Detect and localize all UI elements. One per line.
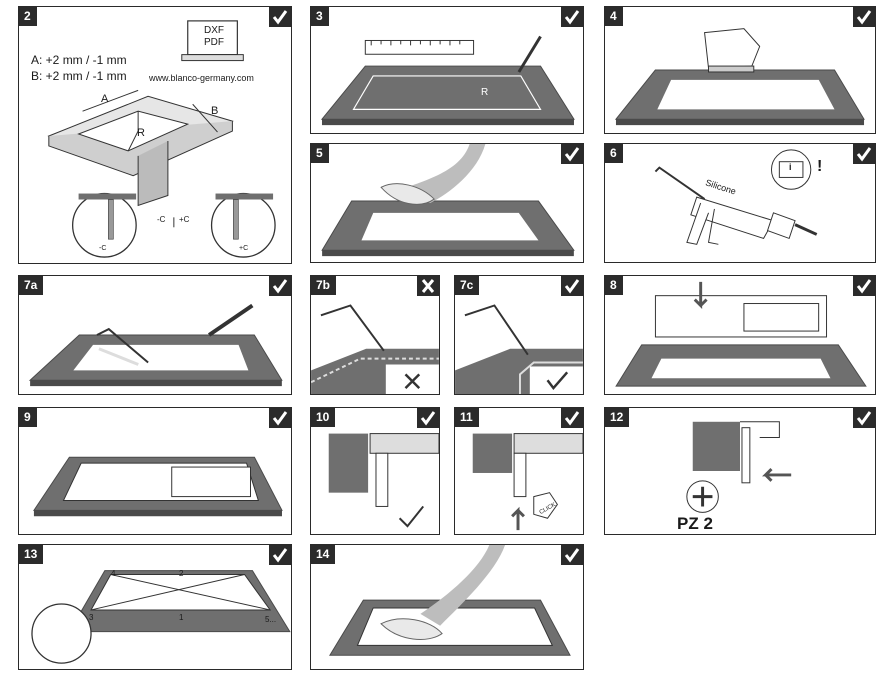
step-panel-7a: 7a [18,275,292,395]
apply-silicone-illustration [28,303,283,387]
final-clean-illustration [329,545,571,656]
step-number: 7c [455,276,480,295]
file-format-dxf: DXF [204,25,224,36]
clearance-left-detail: -C [99,245,107,252]
jigsaw-cut-illustration [614,28,865,126]
clearance-right-detail: +C [239,245,249,252]
download-url: www.blanco-germany.com [149,73,254,83]
check-mark-icon [853,276,875,296]
clearance-minus: -C [157,215,166,224]
dimension-a-label: A [101,93,109,105]
step-number: 13 [19,545,44,564]
mark-cutout-illustration [320,35,575,126]
step-number: 10 [311,408,336,427]
sequence-label-1: 1 [179,613,184,622]
step-number: 3 [311,7,329,26]
cutout-measure-illustration [47,20,276,258]
check-mark-icon [561,276,583,296]
step-panel-2: 2 A: +2 mm / -1 mm B: +2 mm / -1 mm DXF … [18,6,292,264]
file-format-pdf: PDF [204,37,224,48]
step-panel-6: 6 Silicone i ! [604,143,876,263]
step-panel-10: 10 [310,407,440,535]
step-number: 14 [311,545,336,564]
radius-label: R [481,87,489,98]
step-number: 11 [455,408,479,427]
step-panel-13: 13 1 2 3 4 5... [18,544,292,670]
incorrect-bead-illustration [311,304,439,394]
check-mark-icon [561,144,583,164]
cross-mark-icon [417,276,439,296]
check-mark-icon [417,408,439,428]
check-mark-icon [561,7,583,27]
step-panel-12: 12 PZ 2 [604,407,876,535]
step-panel-3: 3 R [310,6,584,134]
tolerance-b: B: +2 mm / -1 mm [31,69,127,83]
check-mark-icon [853,144,875,164]
check-mark-icon [561,545,583,565]
screwdriver-size: PZ 2 [677,514,713,533]
step-number: 5 [311,144,329,163]
installed-sink-illustration [33,456,283,517]
step-number: 7b [311,276,337,295]
tolerance-a: A: +2 mm / -1 mm [31,53,127,67]
insert-sink-illustration [615,281,867,387]
step-panel-4: 4 [604,6,876,134]
check-mark-icon [853,7,875,27]
step-panel-11: 11 CLICK [454,407,584,535]
sequence-label-4: 4 [111,569,116,578]
step-number: 8 [605,276,623,295]
step-number: 2 [19,7,37,26]
radius-label: R [137,127,145,139]
check-mark-icon [269,7,291,27]
step-number: 12 [605,408,630,427]
step-panel-7c: 7c [454,275,584,395]
tightening-sequence-illustration [31,570,291,664]
step-number: 4 [605,7,623,26]
clip-push-illustration [472,433,583,531]
silicone-gun-illustration [654,149,818,245]
step-number: 6 [605,144,623,163]
clip-fitting-illustration [328,433,439,528]
check-mark-icon [269,545,291,565]
check-mark-icon [269,408,291,428]
step-number: 7a [19,276,44,295]
sequence-label-5: 5... [265,615,277,624]
step-panel-5: 5 [310,143,584,263]
check-mark-icon [853,408,875,428]
step-panel-14: 14 [310,544,584,670]
step-panel-8: 8 [604,275,876,395]
clearance-plus: +C [179,215,190,224]
sequence-label-3: 3 [89,613,94,622]
tighten-screw-illustration [686,421,792,513]
info-icon: i [789,162,792,172]
step-panel-9: 9 [18,407,292,535]
sequence-label-2: 2 [179,569,184,578]
correct-bead-illustration [455,304,583,394]
step-number: 9 [19,408,37,427]
warning-icon: ! [817,158,823,175]
clean-edge-illustration [321,144,575,257]
dimension-b-label: B [211,105,219,117]
step-panel-7b: 7b [310,275,440,395]
check-mark-icon [269,276,291,296]
check-mark-icon [561,408,583,428]
